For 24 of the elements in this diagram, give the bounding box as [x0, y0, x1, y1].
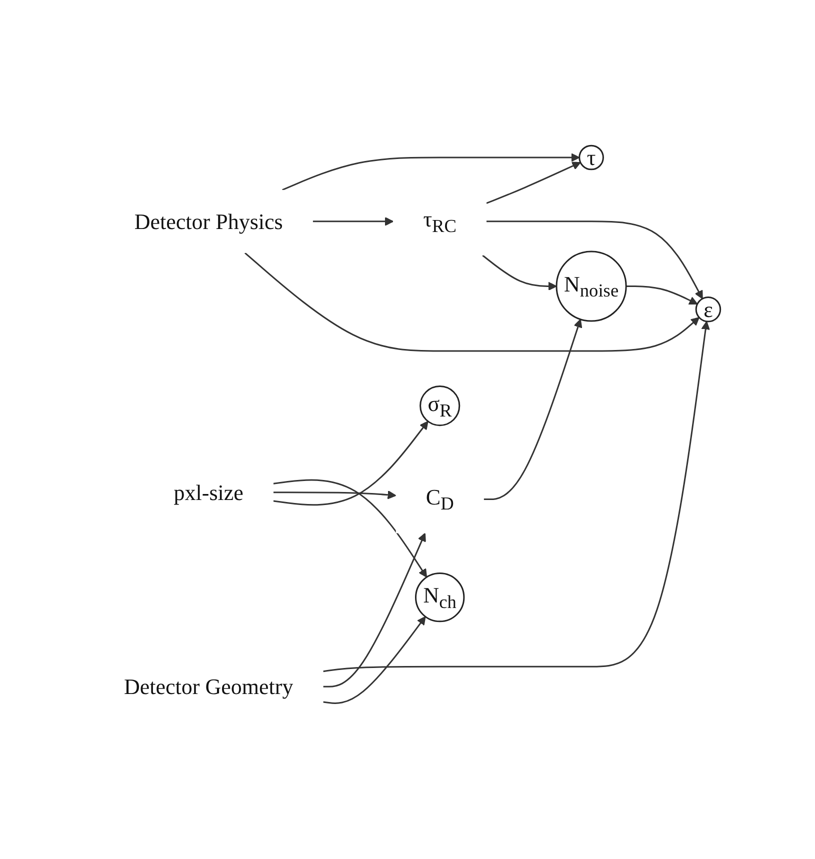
arrow: [282, 153, 580, 191]
arrow: [484, 318, 582, 500]
arrow: [274, 420, 429, 506]
arrow: [482, 254, 558, 291]
arrow: [323, 320, 710, 672]
arrow: [274, 479, 428, 578]
node-text: Detector Geometry: [124, 674, 294, 700]
arrow: [313, 216, 394, 226]
node-text: Detector Physics: [134, 208, 284, 234]
node-circle: σ$_{R}$: [420, 385, 460, 426]
arrow: [626, 285, 698, 304]
arrow: [244, 252, 700, 352]
node-circle: N$_{ch}$: [415, 572, 466, 622]
node-circle: τ: [578, 144, 604, 170]
arrow: [486, 220, 704, 300]
arrow: [274, 490, 397, 500]
node-circle: ε: [696, 296, 722, 322]
arrow: [486, 162, 582, 204]
node-circle: N$_{noise}$: [556, 250, 628, 322]
arrow: [324, 532, 426, 688]
node-text: pxl-size: [174, 480, 244, 505]
node-text: τ$_{RC}$: [424, 206, 457, 236]
arrow: [323, 616, 426, 704]
node-text: C$_{D}$: [426, 484, 454, 514]
